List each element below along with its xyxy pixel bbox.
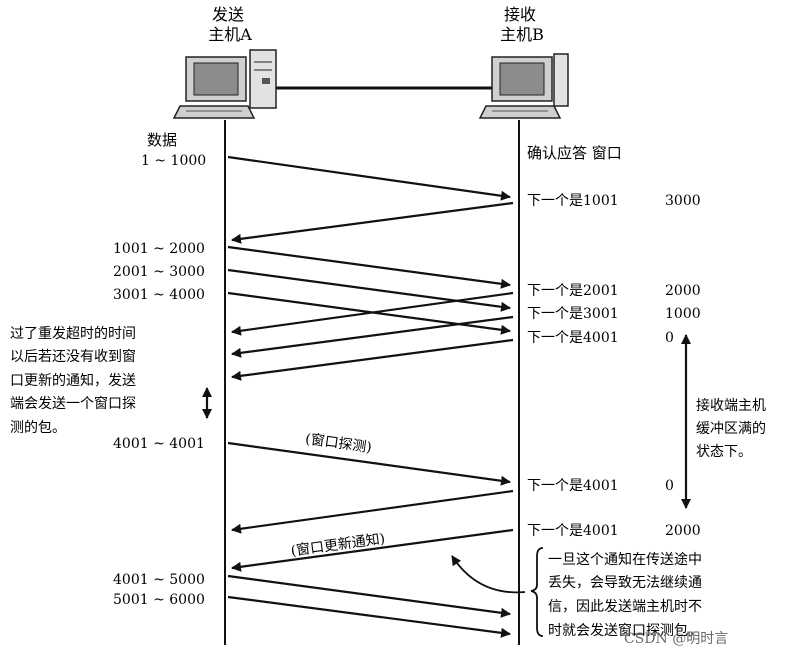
segment-arrow-2001-3000 bbox=[227, 268, 511, 312]
bottom-note-line: 一旦这个通知在传送途中 bbox=[548, 551, 702, 568]
data-label: 1001 ~ 2000 bbox=[113, 241, 205, 257]
ack-window: 2000 bbox=[665, 523, 701, 539]
ack-arrow-4001 bbox=[231, 338, 514, 381]
data-label: 2001 ~ 3000 bbox=[113, 264, 205, 280]
probe-caption: (窗口探测) bbox=[304, 430, 373, 456]
ack-label: 下一个是1001 bbox=[527, 193, 619, 209]
bottom-note-line: 时就会发送窗口探测包。 bbox=[548, 622, 702, 639]
loss-pointer-arrow bbox=[451, 555, 526, 594]
ack-label: 下一个是4001 bbox=[527, 523, 619, 539]
left-note-line: 口更新的通知，发送 bbox=[10, 372, 136, 389]
note-brace bbox=[530, 547, 544, 637]
data-column-header: 数据 bbox=[147, 131, 177, 149]
left-note-line: 端会发送一个窗口探 bbox=[10, 395, 136, 412]
data-label: 4001 ~ 4001 bbox=[113, 436, 205, 452]
ack-label: 下一个是2001 bbox=[527, 283, 619, 299]
left-note-line: 以后若还没有收到窗 bbox=[10, 348, 136, 365]
left-note-line: 过了重发超时的时间 bbox=[10, 326, 136, 342]
left-note: 过了重发超时的时间 以后若还没有收到窗 口更新的通知，发送 端会发送一个窗口探 … bbox=[10, 326, 136, 436]
ack-label: 下一个是4001 bbox=[527, 330, 619, 346]
window-update-arrow bbox=[231, 528, 514, 572]
data-label: 4001 ~ 5000 bbox=[113, 572, 205, 588]
data-label: 3001 ~ 4000 bbox=[113, 287, 205, 303]
ack-window: 0 bbox=[665, 478, 674, 494]
data-labels: 1 ~ 1000 1001 ~ 2000 2001 ~ 3000 3001 ~ … bbox=[113, 153, 206, 608]
ack-window: 1000 bbox=[665, 306, 701, 322]
probe-arrow bbox=[227, 441, 511, 486]
left-note-line: 测的包。 bbox=[10, 420, 66, 436]
sender-label-line1: 发送 bbox=[212, 5, 244, 24]
ack-arrow-2001 bbox=[231, 291, 514, 336]
receiver-host-label: 接收 主机B bbox=[500, 5, 544, 44]
segment-arrow-4001-5000 bbox=[227, 574, 511, 618]
bottom-note-line: 信，因此发送端主机时不 bbox=[548, 599, 702, 615]
data-label: 1 ~ 1000 bbox=[141, 153, 206, 169]
receiver-label-line2: 主机B bbox=[500, 25, 544, 44]
watermark-text: CSDN @明时言 bbox=[624, 631, 728, 647]
ack-column-header: 确认应答 窗口 bbox=[527, 144, 622, 162]
ack-label: 下一个是4001 bbox=[527, 478, 619, 494]
ack-arrow-1001 bbox=[231, 201, 514, 244]
right-note: 接收端主机 缓冲区满的 状态下。 bbox=[696, 397, 766, 460]
ack-arrow-probe-reply bbox=[231, 489, 514, 534]
sender-computer-icon bbox=[172, 49, 277, 119]
segment-arrow-5001-6000 bbox=[227, 595, 511, 638]
ack-window: 3000 bbox=[665, 193, 701, 209]
ack-labels: 下一个是1001 3000 下一个是2001 2000 下一个是3001 100… bbox=[527, 193, 701, 539]
update-caption: (窗口更新通知) bbox=[290, 530, 386, 560]
receiver-computer-icon bbox=[478, 53, 569, 119]
bottom-note: 一旦这个通知在传送途中 丢失，会导致无法继续通 信，因此发送端主机时不 时就会发… bbox=[548, 551, 702, 639]
bottom-note-line: 丢失，会导致无法继续通 bbox=[548, 574, 702, 591]
ack-arrow-3001 bbox=[231, 315, 514, 358]
ack-label: 下一个是3001 bbox=[527, 306, 619, 322]
message-arrows bbox=[227, 155, 514, 638]
sender-host-label: 发送 主机A bbox=[208, 5, 252, 44]
right-note-line: 接收端主机 bbox=[696, 397, 766, 414]
segment-arrow-1-1000 bbox=[227, 155, 511, 201]
ack-window: 2000 bbox=[665, 283, 701, 299]
data-label: 5001 ~ 6000 bbox=[113, 592, 205, 608]
ack-window: 0 bbox=[665, 330, 674, 346]
right-note-line: 状态下。 bbox=[696, 444, 752, 460]
right-note-line: 缓冲区满的 bbox=[696, 421, 766, 437]
receiver-label-line1: 接收 bbox=[504, 5, 536, 24]
sender-label-line2: 主机A bbox=[208, 25, 252, 44]
segment-arrow-1001-2000 bbox=[227, 245, 511, 289]
